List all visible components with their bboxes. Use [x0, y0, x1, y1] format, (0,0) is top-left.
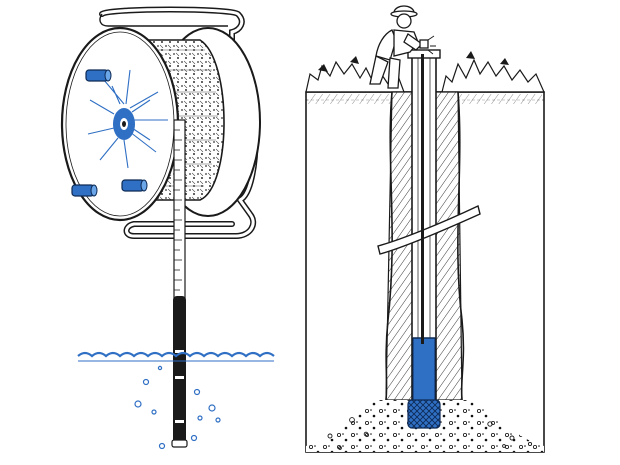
reel-knob-top: [85, 69, 112, 82]
inclined-pipe: [377, 205, 481, 255]
reel-hub: [87, 69, 168, 169]
scattered-gravel: [327, 417, 533, 450]
well-screen: [407, 399, 441, 429]
well-cross-section: [305, 5, 545, 453]
water-level-probe: [171, 296, 188, 448]
measuring-tape: [173, 119, 186, 299]
reel-knob-bottom-right: [121, 179, 148, 192]
water-bubbles: [134, 365, 221, 450]
technician-figure: [369, 5, 436, 89]
water-surface: [77, 351, 275, 362]
well-probe-cable: [421, 54, 424, 344]
well-water-column: [412, 337, 436, 401]
reel-knob-bottom-left: [71, 184, 98, 197]
water-level-meter-reel: [60, 6, 275, 450]
